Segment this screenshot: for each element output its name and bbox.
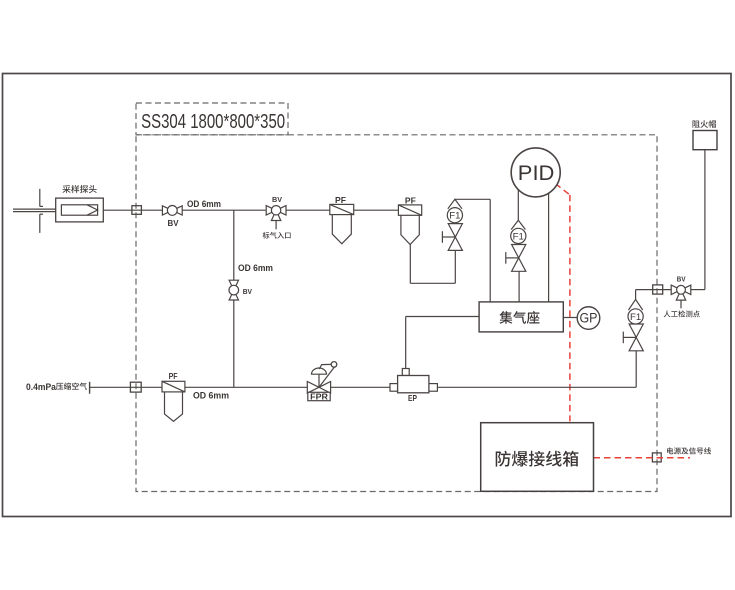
svg-text:F1: F1 bbox=[630, 312, 641, 323]
svg-text:FPR: FPR bbox=[310, 392, 328, 402]
svg-text:BV: BV bbox=[243, 287, 252, 296]
svg-text:BV: BV bbox=[272, 195, 282, 204]
svg-text:SS304 1800*800*350: SS304 1800*800*350 bbox=[141, 111, 285, 133]
svg-text:OD 6mm: OD 6mm bbox=[187, 199, 221, 210]
svg-text:0.4mPa: 0.4mPa bbox=[26, 382, 56, 393]
svg-text:PF: PF bbox=[335, 195, 346, 205]
svg-text:PF: PF bbox=[405, 196, 416, 206]
svg-text:EP: EP bbox=[408, 393, 417, 403]
svg-text:OD 6mm: OD 6mm bbox=[238, 263, 273, 274]
svg-text:F1: F1 bbox=[449, 211, 460, 222]
svg-text:BV: BV bbox=[677, 275, 686, 284]
svg-text:PID: PID bbox=[518, 161, 555, 185]
svg-text:GP: GP bbox=[580, 311, 598, 326]
svg-text:BV: BV bbox=[168, 219, 180, 228]
svg-text:PF: PF bbox=[169, 372, 178, 381]
svg-text:F1: F1 bbox=[513, 231, 524, 242]
svg-text:OD 6mm: OD 6mm bbox=[193, 391, 229, 402]
